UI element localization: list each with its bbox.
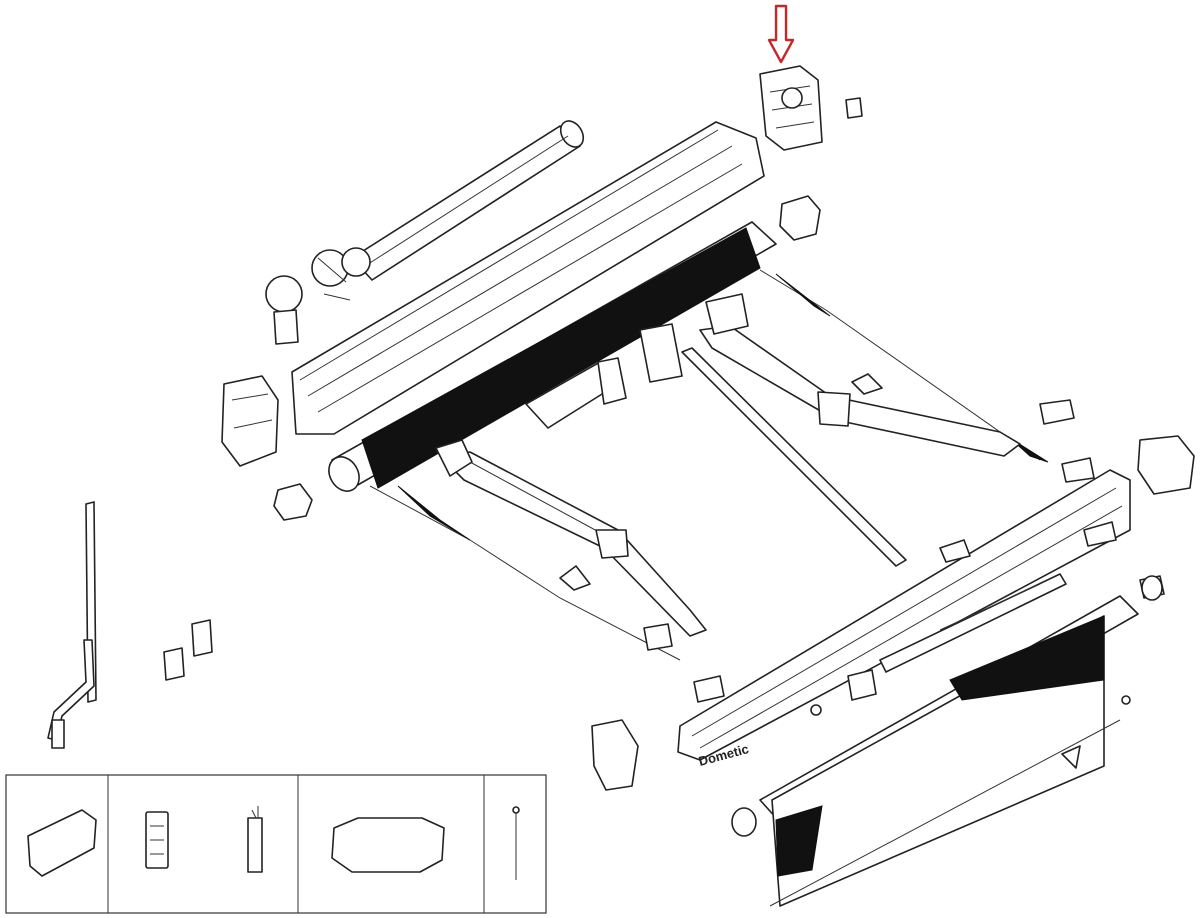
crank-handle <box>47 501 97 749</box>
small-plate <box>845 97 863 119</box>
remote-control <box>145 811 169 869</box>
small-screw <box>810 695 1131 769</box>
cover-cap <box>331 817 445 873</box>
end-cap-bracket[interactable] <box>759 65 823 151</box>
center-rafter <box>639 323 907 567</box>
cassette-profile <box>291 121 765 435</box>
lower-roller <box>731 575 1163 907</box>
left-arm-bracket <box>435 439 473 477</box>
telescopic-rod <box>879 573 1067 673</box>
right-arm <box>699 325 1021 457</box>
fabric-clip <box>559 565 591 591</box>
battery-pack <box>247 806 263 873</box>
roller-end-plug <box>273 483 313 521</box>
fabric-tab <box>851 373 883 395</box>
left-arm <box>439 451 707 637</box>
right-arm-bracket <box>705 293 749 335</box>
mid-support <box>525 357 627 429</box>
fabric-roller <box>328 221 1049 661</box>
lead-rail-end-cap-left <box>591 719 639 791</box>
accessories-panel <box>5 774 547 914</box>
clip-brackets <box>163 619 213 681</box>
remote-receiver <box>27 809 97 877</box>
lead-rail-end-cap-right <box>1137 435 1195 495</box>
wand-tool <box>512 806 520 880</box>
left-end-cap <box>221 375 279 467</box>
spring-motor-assembly <box>265 247 371 345</box>
down-arrow-icon <box>767 4 795 64</box>
small-fittings <box>643 399 1165 703</box>
end-cap-right-small <box>779 195 821 241</box>
